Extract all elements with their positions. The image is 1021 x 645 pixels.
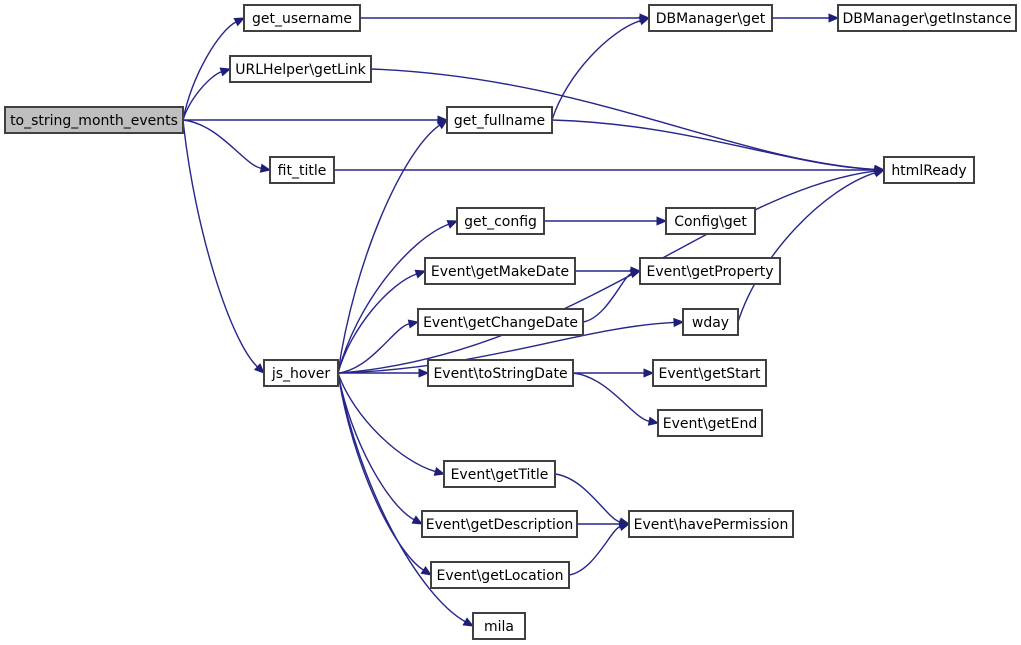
node-box-event_getchangedate[interactable] (417, 308, 584, 336)
node-to_string_month_events[interactable]: to_string_month_events (4, 106, 184, 134)
node-event_getdescription[interactable]: Event\getDescription (421, 510, 578, 538)
node-box-mila[interactable] (472, 612, 526, 640)
node-fit_title[interactable]: fit_title (269, 156, 335, 184)
node-event_gettitle[interactable]: Event\getTitle (443, 460, 556, 488)
node-event_tostringdate[interactable]: Event\toStringDate (427, 359, 574, 387)
node-box-dbmanager_get[interactable] (648, 4, 773, 32)
node-dbmanager_getinstance[interactable]: DBManager\getInstance (837, 4, 1017, 32)
edges-layer (182, 13, 886, 627)
node-box-dbmanager_getinstance[interactable] (837, 4, 1017, 32)
node-box-to_string_month_events[interactable] (4, 106, 184, 134)
node-get_username[interactable]: get_username (243, 4, 361, 32)
node-wday[interactable]: wday (682, 308, 739, 336)
node-event_getlocation[interactable]: Event\getLocation (430, 561, 570, 589)
node-get_fullname[interactable]: get_fullname (446, 106, 553, 134)
node-event_getend[interactable]: Event\getEnd (657, 409, 763, 437)
node-box-js_hover[interactable] (263, 359, 339, 387)
node-event_havepermission[interactable]: Event\havePermission (628, 510, 794, 538)
node-box-urlhelper_getlink[interactable] (229, 55, 372, 83)
node-box-event_getstart[interactable] (652, 359, 767, 387)
node-box-config_get[interactable] (665, 207, 756, 235)
node-box-event_getproperty[interactable] (639, 257, 781, 285)
node-box-event_getend[interactable] (657, 409, 763, 437)
node-box-event_havepermission[interactable] (628, 510, 794, 538)
node-box-event_tostringdate[interactable] (427, 359, 574, 387)
node-htmlready[interactable]: htmlReady (883, 156, 975, 184)
node-box-htmlready[interactable] (883, 156, 975, 184)
node-urlhelper_getlink[interactable]: URLHelper\getLink (229, 55, 372, 83)
node-config_get[interactable]: Config\get (665, 207, 756, 235)
node-event_getproperty[interactable]: Event\getProperty (639, 257, 781, 285)
node-box-event_gettitle[interactable] (443, 460, 556, 488)
node-box-event_getdescription[interactable] (421, 510, 578, 538)
node-box-get_config[interactable] (456, 207, 545, 235)
node-event_getmakedate[interactable]: Event\getMakeDate (424, 257, 576, 285)
node-js_hover[interactable]: js_hover (263, 359, 339, 387)
node-get_config[interactable]: get_config (456, 207, 545, 235)
node-event_getchangedate[interactable]: Event\getChangeDate (417, 308, 584, 336)
node-box-get_fullname[interactable] (446, 106, 553, 134)
node-box-event_getmakedate[interactable] (424, 257, 576, 285)
nodes-layer: to_string_month_events get_usernameURLHel… (4, 4, 1017, 640)
node-event_getstart[interactable]: Event\getStart (652, 359, 767, 387)
node-box-wday[interactable] (682, 308, 739, 336)
node-box-event_getlocation[interactable] (430, 561, 570, 589)
node-box-fit_title[interactable] (269, 156, 335, 184)
node-mila[interactable]: mila (472, 612, 526, 640)
node-box-get_username[interactable] (243, 4, 361, 32)
node-dbmanager_get[interactable]: DBManager\get (648, 4, 773, 32)
